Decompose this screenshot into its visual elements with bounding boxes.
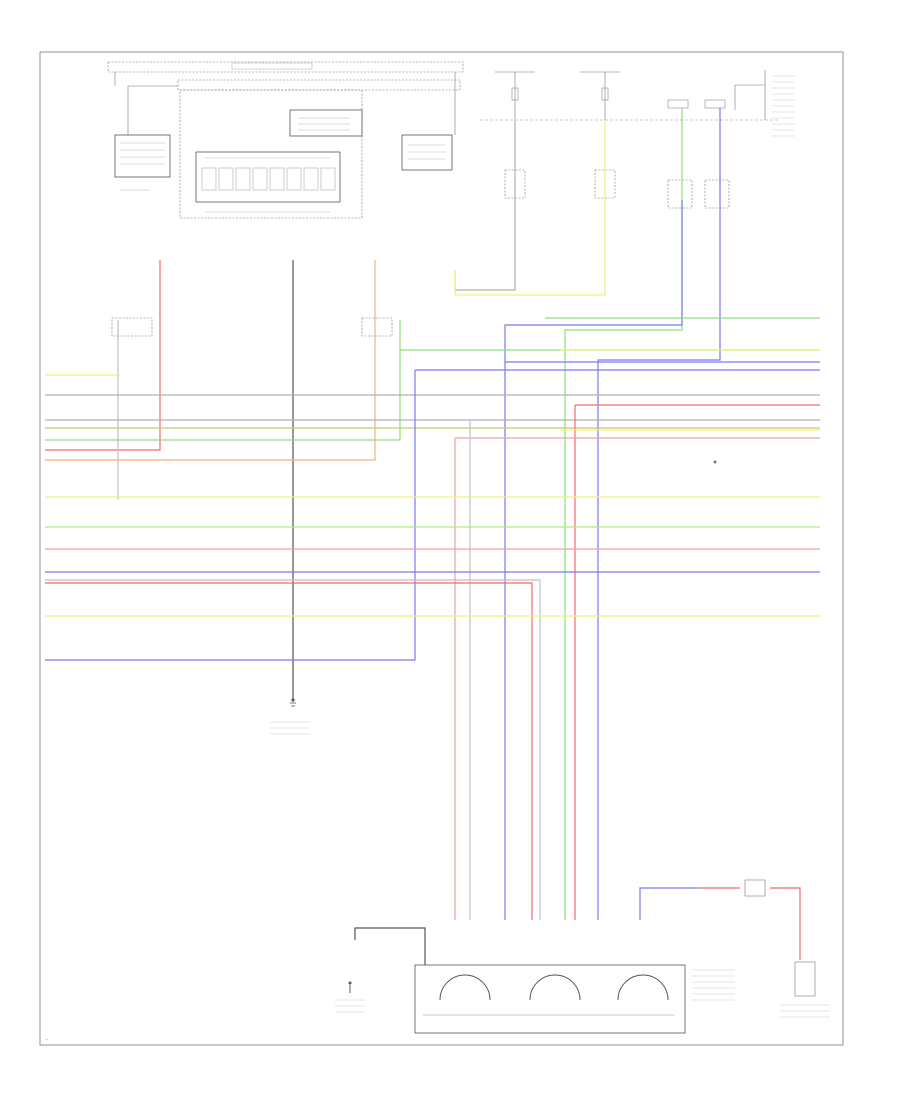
wire-blue-fuse4 <box>597 108 721 920</box>
wire-blue-r2v <box>45 370 416 661</box>
fuse-block <box>480 70 795 137</box>
pcm-module <box>107 61 464 219</box>
wire-green-center <box>45 320 401 441</box>
sensor-array <box>201 167 336 191</box>
wire-blue-bottom <box>639 887 700 920</box>
wire-red-h4 <box>45 582 533 920</box>
wire-orange <box>45 260 376 461</box>
wire-red-bottom2 <box>770 887 801 960</box>
page-label: ... <box>45 1037 48 1041</box>
wires <box>45 108 820 965</box>
wire-green-fuse3 <box>564 108 683 920</box>
trans-module <box>414 964 735 1034</box>
wire-gray-h3 <box>45 579 541 920</box>
label-marks <box>270 721 830 1018</box>
ground-symbol <box>290 702 296 707</box>
wire-black-bottom <box>354 927 426 965</box>
wire-gray-fuse1 <box>454 120 516 291</box>
diagram-frame <box>39 51 844 1046</box>
connectors <box>111 317 816 997</box>
wire-red-left <box>45 260 161 451</box>
wire-blue-fuse3 <box>504 200 683 920</box>
wire-yellow-fuse2 <box>454 120 606 296</box>
